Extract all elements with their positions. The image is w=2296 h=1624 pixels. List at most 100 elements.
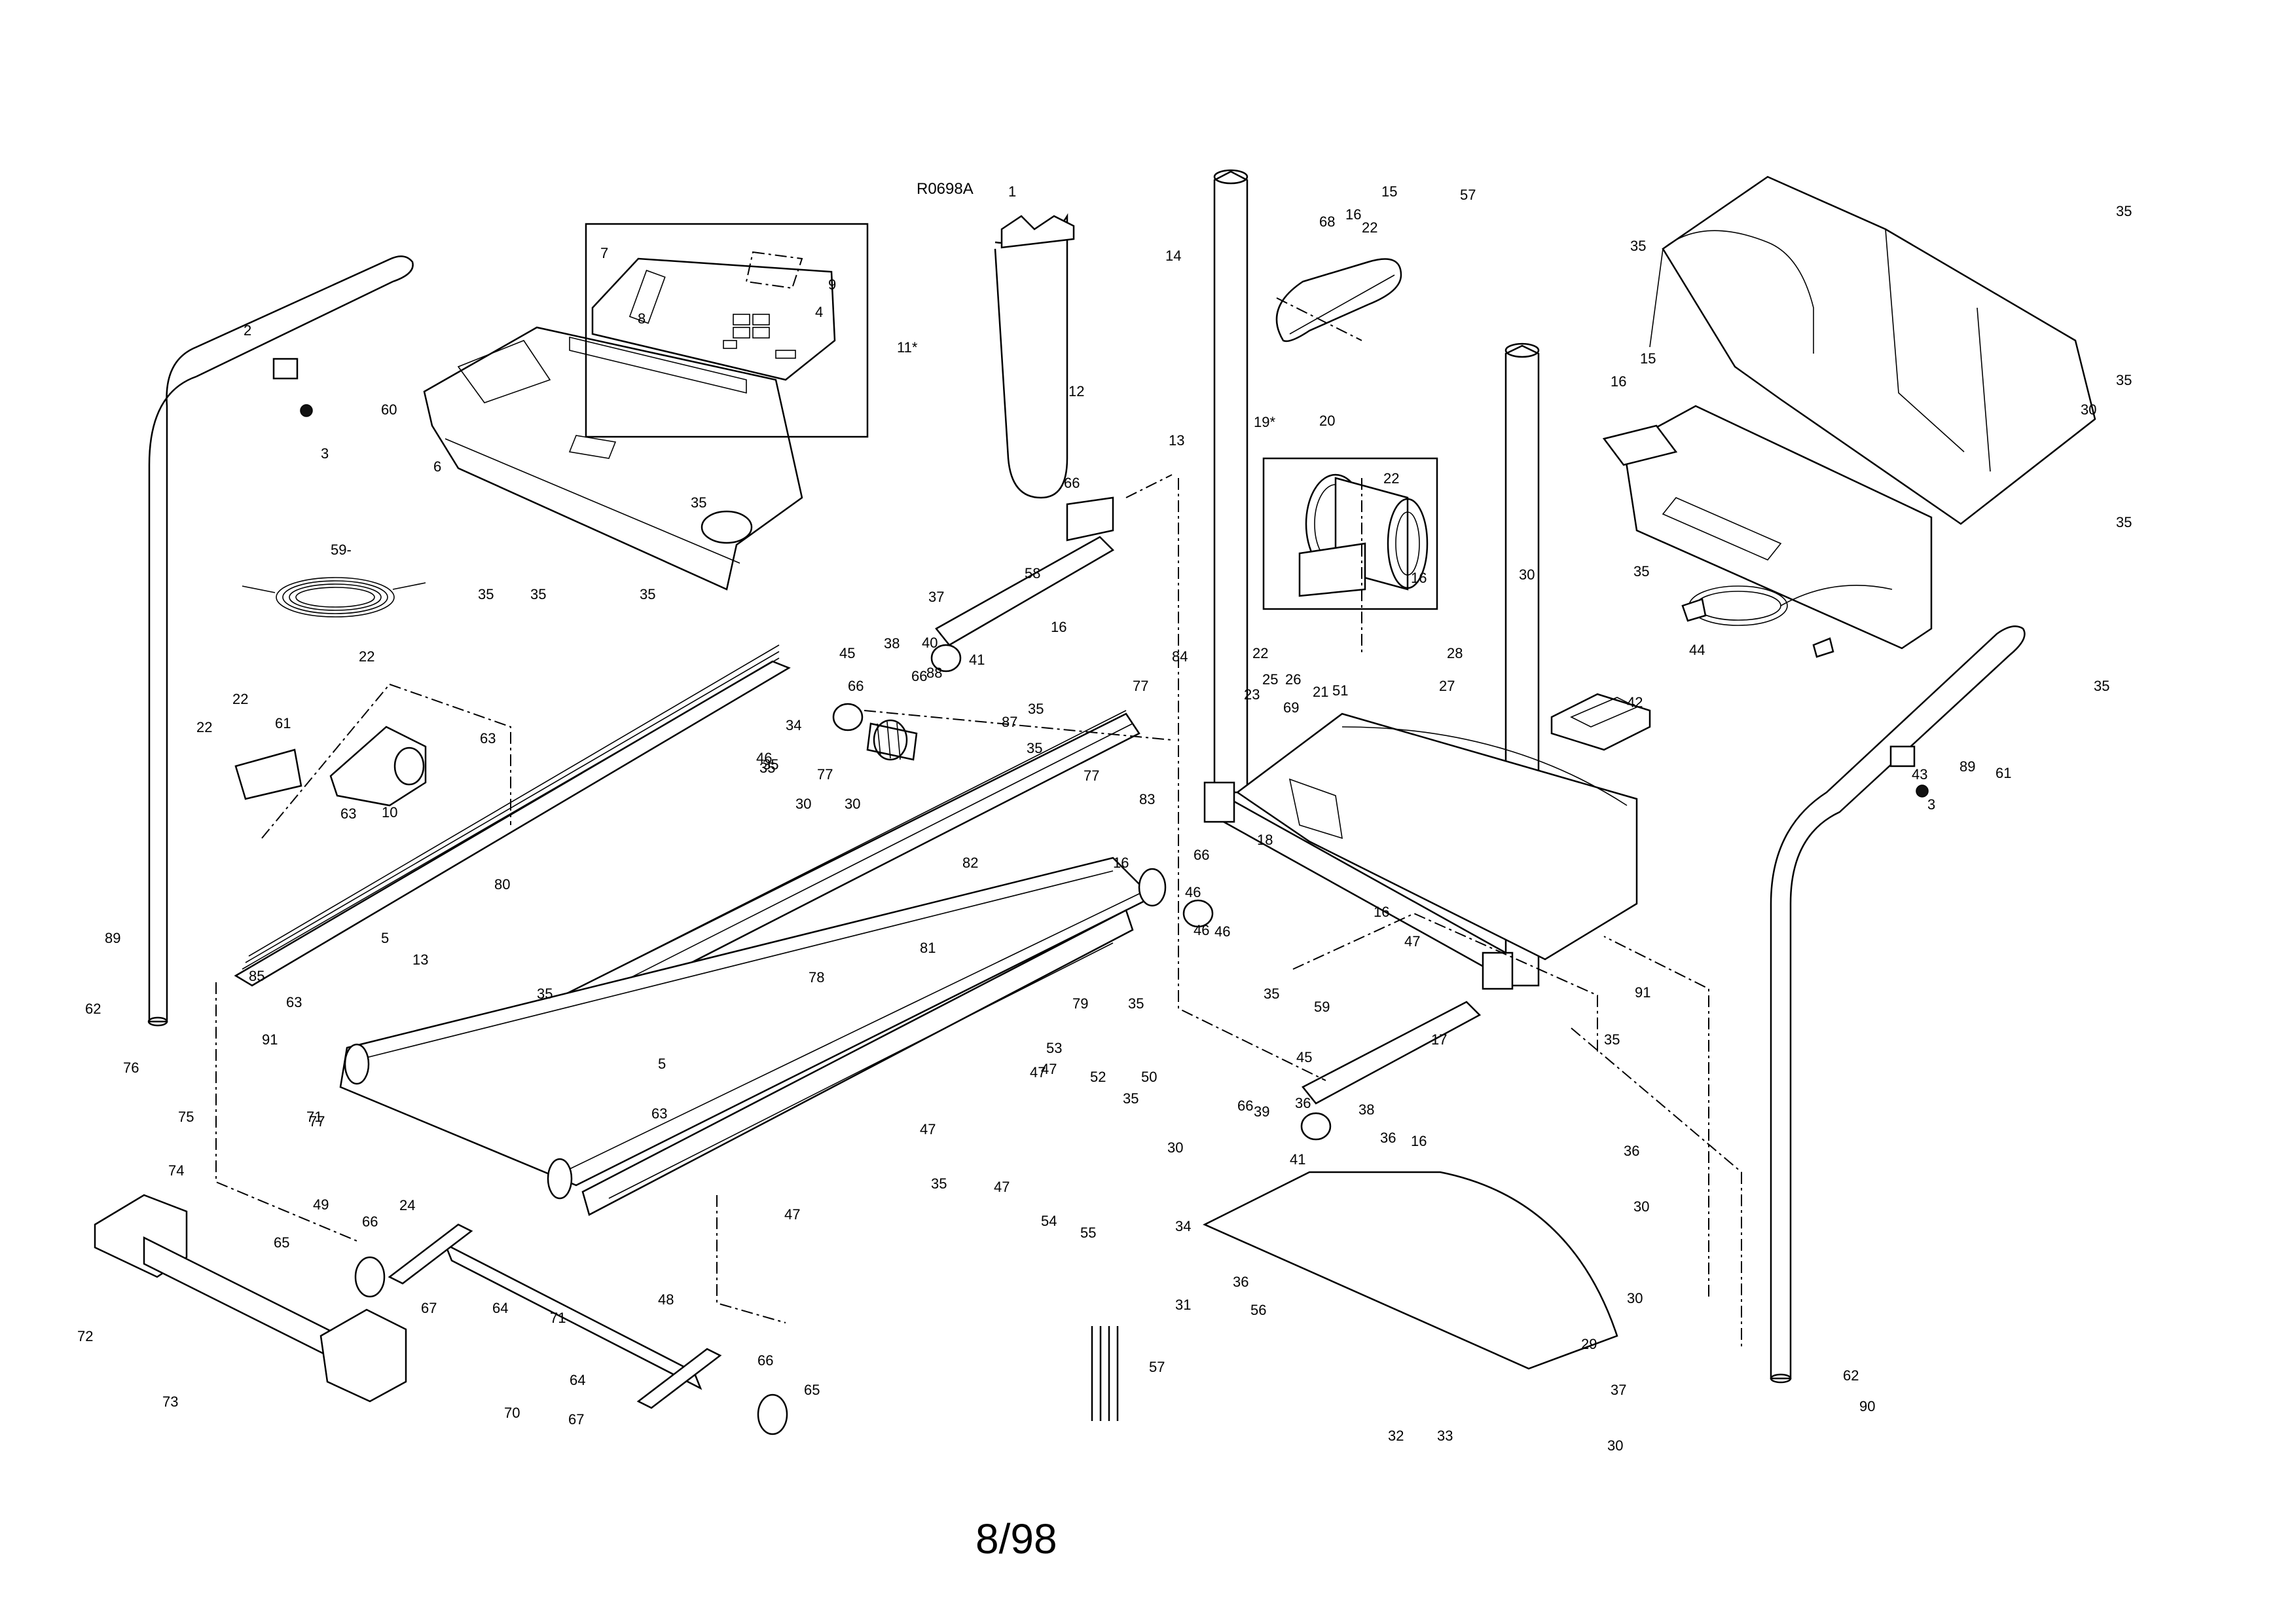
callout: 22 [359, 648, 374, 665]
callout: 6 [433, 458, 441, 475]
callout: 22 [232, 691, 248, 707]
callout: 25 [1262, 671, 1278, 688]
callout: 45 [1296, 1049, 1312, 1065]
callout: 82 [962, 855, 978, 871]
callout: 50 [1141, 1069, 1157, 1085]
callout: 70 [504, 1405, 520, 1421]
callout: 62 [1843, 1367, 1859, 1384]
callout: 9 [828, 276, 836, 293]
leg-41-upper [935, 496, 1115, 646]
callout: 35 [1123, 1090, 1139, 1107]
callout: 46 [1214, 923, 1230, 940]
front-base [94, 1194, 407, 1403]
callout: 47 [1030, 1064, 1046, 1080]
callout: 35 [931, 1175, 947, 1192]
callout: 78 [809, 969, 824, 986]
callout: 35 [537, 986, 553, 1002]
callout: 46 [756, 750, 772, 766]
callout: 63 [651, 1105, 667, 1122]
console-assembly-box [585, 223, 869, 438]
controller-board [1602, 405, 1933, 650]
callout: 52 [1090, 1069, 1106, 1085]
callout: 37 [1611, 1382, 1626, 1398]
callout: 83 [1139, 791, 1155, 807]
callout: 34 [1175, 1218, 1191, 1234]
callout: 63 [286, 994, 302, 1010]
callout: 79 [1072, 995, 1088, 1012]
callout: 18 [1257, 832, 1273, 848]
callout: 64 [492, 1300, 508, 1316]
callout: 16 [1611, 373, 1626, 390]
callout: 30 [1167, 1139, 1183, 1156]
callout: 36 [1380, 1130, 1396, 1146]
callout: 45 [839, 645, 855, 661]
callout: 23 [1244, 686, 1260, 703]
callout: 67 [568, 1411, 584, 1428]
callout: 35 [1028, 701, 1044, 717]
callout: 35 [1027, 740, 1042, 756]
callout: 30 [1519, 566, 1535, 583]
callout: 80 [494, 876, 510, 893]
callout: 22 [196, 719, 212, 735]
callout: 90 [1859, 1398, 1875, 1414]
callout: 88 [926, 665, 942, 681]
callout: 74 [168, 1162, 184, 1179]
callout-labels: 1 2 3 3 4 5 5 6 7 8 9 10 11* 12 13 13 14… [77, 183, 2132, 1454]
callout: 43 [1912, 766, 1927, 783]
callout: 15 [1381, 183, 1397, 200]
callout: 47 [784, 1206, 800, 1223]
callout: 17 [1431, 1031, 1447, 1048]
callout: 85 [249, 968, 264, 984]
callout: 5 [658, 1056, 666, 1072]
callout: 47 [920, 1121, 936, 1137]
callout: 5 [381, 930, 389, 946]
assembly-guidelines [215, 297, 1742, 1349]
callout: 39 [1254, 1103, 1269, 1120]
callout: 60 [381, 401, 397, 418]
callout: 62 [85, 1001, 101, 1017]
callout: 91 [1635, 984, 1650, 1001]
callout: 51 [1332, 682, 1348, 699]
callout: 7 [600, 245, 608, 261]
callout: 41 [1290, 1151, 1305, 1168]
callout: 34 [786, 717, 801, 733]
callout: 66 [1064, 475, 1080, 491]
callout: 35 [2116, 372, 2132, 388]
motor-assembly-box [1262, 457, 1438, 610]
callout: 11* [897, 339, 918, 356]
callout: 16 [1113, 855, 1129, 871]
callout: 30 [1633, 1198, 1649, 1215]
callout: 35 [2094, 678, 2109, 694]
callout: 66 [1237, 1098, 1253, 1114]
callout: 16 [1345, 206, 1361, 223]
callout: 26 [1285, 671, 1301, 688]
callout: 16 [1051, 619, 1066, 635]
callout: 63 [480, 730, 496, 747]
callout: 63 [340, 805, 356, 822]
callout: 81 [920, 940, 936, 956]
callout: 66 [757, 1352, 773, 1369]
callout: 47 [994, 1179, 1010, 1195]
callout: 66 [911, 668, 927, 684]
callout: 2 [244, 322, 251, 339]
callout: 55 [1080, 1225, 1096, 1241]
callout: 38 [1358, 1101, 1374, 1118]
power-cord [1681, 585, 1893, 658]
callout: 22 [1362, 219, 1377, 236]
bracket-40 [1550, 693, 1651, 751]
axle-69 [354, 1223, 788, 1435]
callout: 36 [1233, 1274, 1248, 1290]
callout: 4 [815, 304, 823, 320]
callout: 36 [1295, 1095, 1311, 1111]
callout: 29 [1581, 1336, 1597, 1352]
leg-41-lower [1302, 1001, 1482, 1105]
callout: 77 [309, 1113, 325, 1130]
callout: 44 [1689, 642, 1705, 658]
callout: 47 [1404, 933, 1420, 950]
callout: 35 [1633, 563, 1649, 580]
rollers [344, 719, 1167, 1200]
callout: 8 [638, 310, 646, 327]
callout: 13 [412, 951, 428, 968]
callout: 65 [274, 1234, 289, 1251]
